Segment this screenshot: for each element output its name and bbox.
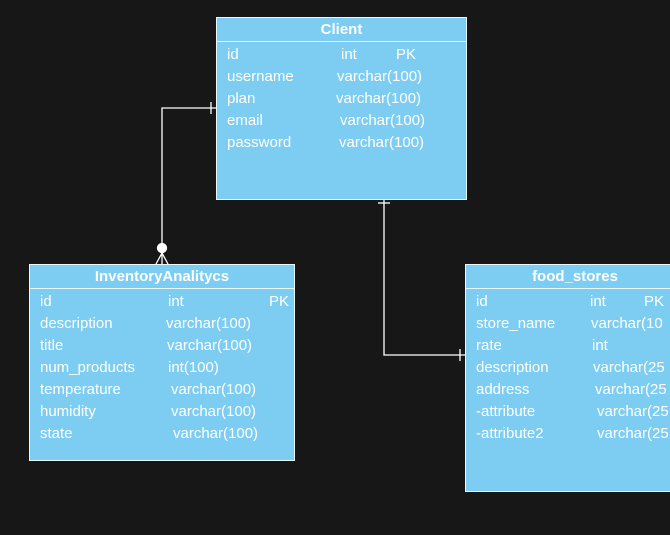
food-stores-attributes: id int PK store_name varchar(10 rate int…: [466, 289, 670, 443]
attribute-row: -attribute2 varchar(25: [466, 421, 670, 443]
connector-client-food-stores: [378, 200, 465, 361]
food-stores-entity-title: food_stores: [466, 265, 670, 289]
attribute-name: state: [40, 425, 73, 442]
inventory-analitycs-entity[interactable]: InventoryAnalitycs id int PK description…: [29, 264, 295, 461]
attribute-name: -attribute2: [476, 425, 544, 442]
attribute-type: varchar(100): [171, 381, 257, 398]
attribute-row: address varchar(25: [466, 377, 670, 399]
attribute-row: humidity varchar(100): [30, 399, 294, 421]
attribute-name: rate: [476, 337, 502, 354]
attribute-type: varchar(100): [166, 315, 252, 332]
attribute-type: varchar(25: [597, 425, 669, 442]
attribute-name: description: [476, 359, 549, 376]
attribute-row: title varchar(100): [30, 333, 294, 355]
connector-line-client-inventory: [161, 107, 216, 246]
attribute-name: username: [227, 68, 294, 85]
client-entity-title: Client: [217, 18, 466, 42]
attribute-type: varchar(100): [336, 90, 422, 107]
attribute-name: description: [40, 315, 113, 332]
inventory-analitycs-entity-title: InventoryAnalitycs: [30, 265, 294, 289]
attribute-type: varchar(100): [171, 403, 257, 420]
attribute-name: plan: [227, 90, 256, 107]
attribute-row: store_name varchar(10: [466, 311, 670, 333]
attribute-type: varchar(25: [597, 403, 669, 420]
attribute-type: int(100): [168, 359, 219, 376]
attribute-row: description varchar(25: [466, 355, 670, 377]
attribute-type: varchar(100): [173, 425, 259, 442]
attribute-name: id: [40, 293, 52, 310]
attribute-type: varchar(100): [339, 134, 425, 151]
attribute-type: varchar(25: [593, 359, 665, 376]
connector-line-client-food-stores: [383, 200, 465, 356]
attribute-row: id int PK: [217, 42, 466, 64]
attribute-name: humidity: [40, 403, 96, 420]
attribute-row: state varchar(100): [30, 421, 294, 443]
attribute-name: email: [227, 112, 263, 129]
attribute-type: int: [168, 293, 184, 310]
connector-client-inventory: [155, 102, 216, 265]
primary-key-label: PK: [644, 293, 665, 310]
attribute-row: rate int: [466, 333, 670, 355]
client-attributes: id int PK username varchar(100) plan var…: [217, 42, 466, 152]
attribute-name: temperature: [40, 381, 121, 398]
attribute-type: varchar(100): [337, 68, 423, 85]
attribute-name: id: [227, 46, 239, 63]
attribute-name: -attribute: [476, 403, 536, 420]
client-entity[interactable]: Client id int PK username varchar(100) p…: [216, 17, 467, 200]
attribute-name: id: [476, 293, 488, 310]
attribute-row: password varchar(100): [217, 130, 466, 152]
primary-key-label: PK: [396, 46, 417, 63]
attribute-type: varchar(100): [340, 112, 426, 129]
attribute-row: temperature varchar(100): [30, 377, 294, 399]
attribute-type: int: [592, 337, 608, 354]
attribute-row: id int PK: [466, 289, 670, 311]
attribute-name: password: [227, 134, 292, 151]
attribute-row: -attribute varchar(25: [466, 399, 670, 421]
attribute-row: num_products int(100): [30, 355, 294, 377]
attribute-type: int: [341, 46, 357, 63]
attribute-type: int: [590, 293, 606, 310]
attribute-row: description varchar(100): [30, 311, 294, 333]
attribute-type: varchar(10: [591, 315, 663, 332]
attribute-row: username varchar(100): [217, 64, 466, 86]
attribute-name: store_name: [476, 315, 556, 332]
food-stores-entity[interactable]: food_stores id int PK store_name varchar…: [465, 264, 670, 492]
zero-marker-inventory-side: [156, 242, 168, 254]
attribute-type: varchar(100): [167, 337, 253, 354]
attribute-name: title: [40, 337, 64, 354]
attribute-row: id int PK: [30, 289, 294, 311]
attribute-name: address: [476, 381, 530, 398]
attribute-row: plan varchar(100): [217, 86, 466, 108]
attribute-name: num_products: [40, 359, 136, 376]
inventory-analitycs-attributes: id int PK description varchar(100) title…: [30, 289, 294, 443]
primary-key-label: PK: [269, 293, 290, 310]
attribute-row: email varchar(100): [217, 108, 466, 130]
attribute-type: varchar(25: [595, 381, 667, 398]
